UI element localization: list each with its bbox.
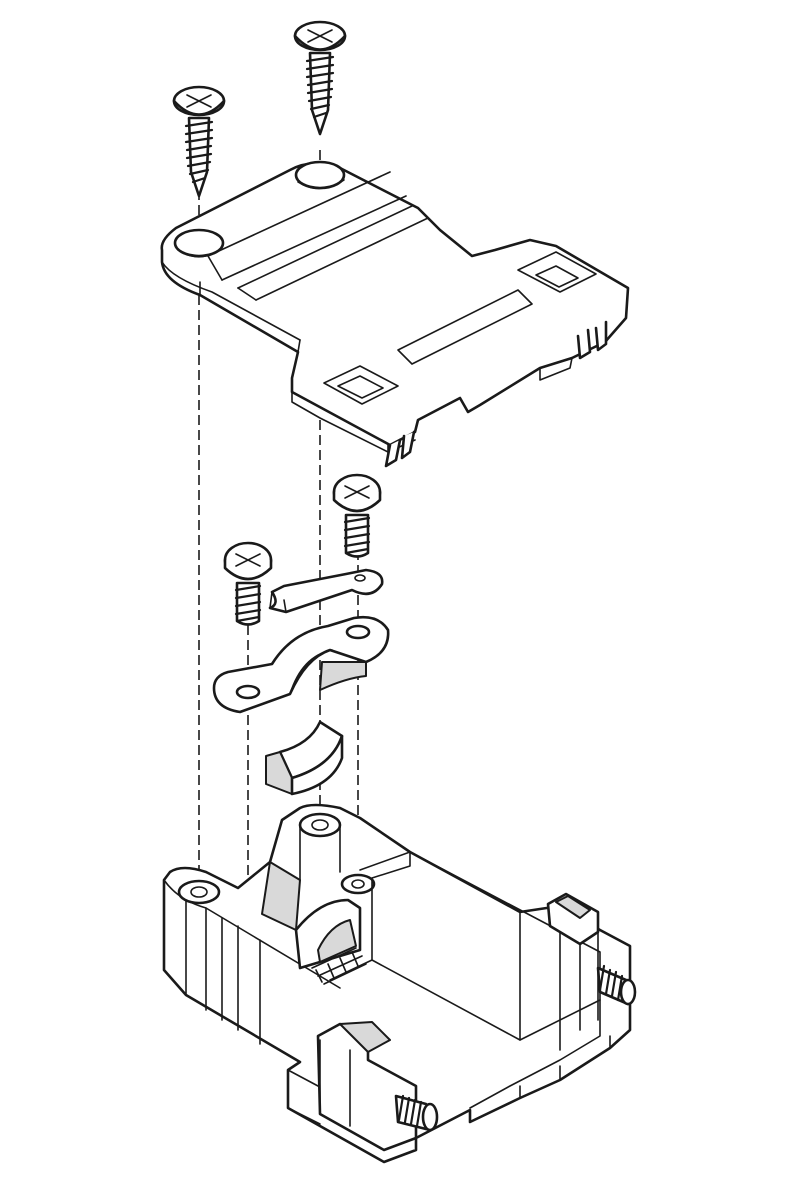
wood-screw-right-icon: [293, 20, 347, 136]
thumbscrew-right-icon: [596, 964, 637, 1006]
base-housing: [162, 803, 632, 1164]
cable-clamp-saddle: [212, 615, 390, 714]
strain-relief-clip: [268, 568, 384, 614]
top-cover: [160, 160, 630, 468]
machine-screw-left-icon: [223, 541, 273, 626]
thumbscrew-front-icon: [394, 1094, 439, 1132]
machine-screw-right-icon: [332, 473, 382, 558]
wood-screw-left-icon: [172, 85, 226, 198]
cable-clamp-insert: [265, 720, 344, 796]
